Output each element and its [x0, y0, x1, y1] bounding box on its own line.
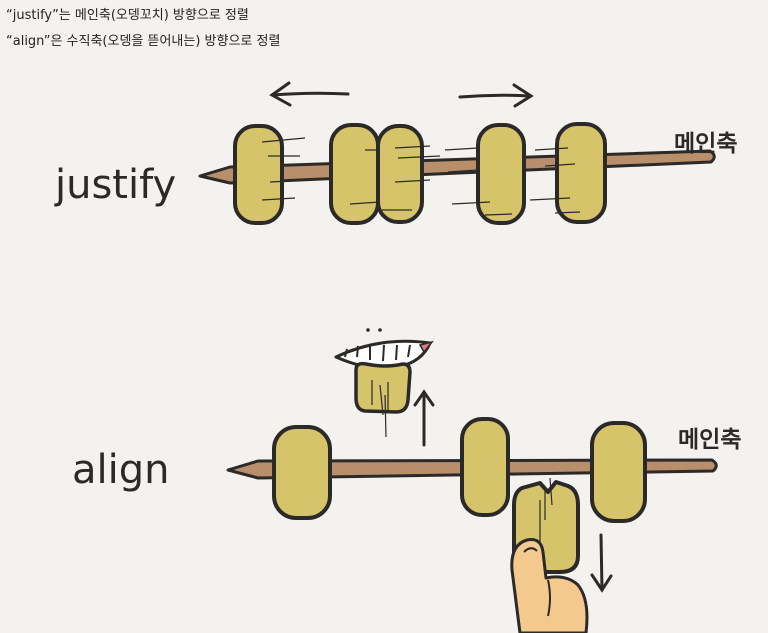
odeng-piece	[233, 124, 309, 225]
caption-align: “align”은 수직축(오뎅을 뜯어내는) 방향으로 정렬	[6, 34, 281, 49]
bitten-odeng-piece	[354, 361, 412, 438]
justify-label: justify	[54, 162, 176, 208]
down-arrow-icon	[590, 533, 613, 593]
odeng-piece	[272, 425, 332, 520]
odeng-piece	[376, 124, 441, 224]
finger-icon	[510, 538, 589, 633]
align-diagram: align 메인축	[72, 328, 741, 633]
justify-diagram: justify 메인축	[54, 81, 737, 225]
main-axis-label: 메인축	[674, 131, 737, 157]
right-arrow-icon	[458, 83, 534, 108]
align-label: align	[72, 447, 169, 493]
odeng-piece	[529, 122, 607, 224]
odeng-piece	[590, 421, 647, 523]
main-axis-label: 메인축	[678, 427, 741, 453]
odeng-piece	[460, 417, 510, 517]
odeng-piece	[444, 123, 526, 225]
up-arrow-icon	[413, 389, 435, 447]
left-arrow-icon	[269, 81, 350, 107]
biting-mouth-icon	[334, 328, 434, 370]
caption-justify: “justify”는 메인축(오뎅꼬치) 방향으로 정렬	[6, 8, 249, 23]
